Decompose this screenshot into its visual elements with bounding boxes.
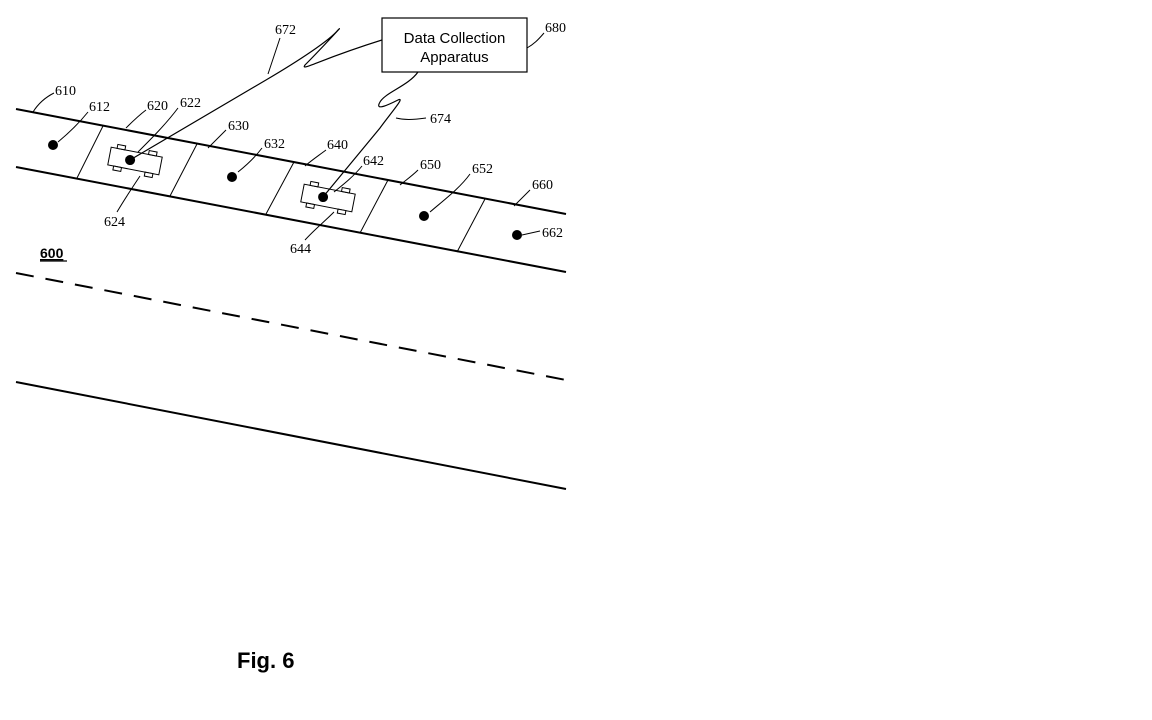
leader-660 <box>513 189 531 207</box>
ref-630: 630 <box>228 119 249 134</box>
point-652 <box>419 211 429 221</box>
leader-650 <box>399 169 419 186</box>
segment-boundary-630 <box>169 143 198 197</box>
leader-672 <box>267 37 281 75</box>
wireless-link-672 <box>129 28 383 161</box>
leader-620 <box>125 109 147 129</box>
leader-644 <box>304 211 335 241</box>
segment-boundary-660 <box>456 198 486 253</box>
segment-boundary-640 <box>265 161 295 215</box>
ref-662: 662 <box>542 226 563 241</box>
point-632 <box>227 172 237 182</box>
figure-title: Fig. 6 <box>237 648 294 673</box>
ref-660: 660 <box>532 178 553 193</box>
box-line-2: Apparatus <box>420 49 488 66</box>
point-662 <box>512 230 522 240</box>
leader-630 <box>207 129 227 149</box>
ref-652: 652 <box>472 162 493 177</box>
leader-680 <box>526 32 545 49</box>
ref-672: 672 <box>275 23 296 38</box>
ref-644: 644 <box>290 242 311 257</box>
segment-boundary-650 <box>359 179 389 234</box>
leader-662 <box>521 230 541 236</box>
diagram-id: 600 <box>40 245 64 261</box>
leader-642 <box>333 165 363 193</box>
data-collection-apparatus-box <box>381 17 528 73</box>
road-lane-divider <box>15 166 567 273</box>
road-lower-edge <box>15 381 567 490</box>
road-center-dashed-line <box>15 272 567 381</box>
box-line-1: Data Collection <box>404 30 506 47</box>
ref-632: 632 <box>264 137 285 152</box>
vehicle-622 <box>107 143 163 179</box>
ref-622: 622 <box>180 96 201 111</box>
vehicle-642 <box>300 180 356 216</box>
ref-674: 674 <box>430 112 451 127</box>
leader-652 <box>429 173 471 213</box>
ref-620: 620 <box>147 99 168 114</box>
point-612 <box>48 140 58 150</box>
road-upper-edge <box>15 108 567 215</box>
leader-640 <box>304 149 327 167</box>
leader-624 <box>116 175 141 213</box>
ref-624: 624 <box>104 215 125 230</box>
segment-boundary-620 <box>76 125 104 179</box>
leader-622 <box>137 107 179 153</box>
leader-610 <box>32 92 55 113</box>
ref-650: 650 <box>420 158 441 173</box>
leader-632 <box>237 147 263 173</box>
leader-612 <box>57 111 89 143</box>
ref-642: 642 <box>363 154 384 169</box>
ref-680: 680 <box>545 21 566 36</box>
leader-674 <box>395 117 427 120</box>
ref-610: 610 <box>55 84 76 99</box>
wireless-link-674 <box>322 71 419 198</box>
ref-640: 640 <box>327 138 348 153</box>
ref-612: 612 <box>89 100 110 115</box>
